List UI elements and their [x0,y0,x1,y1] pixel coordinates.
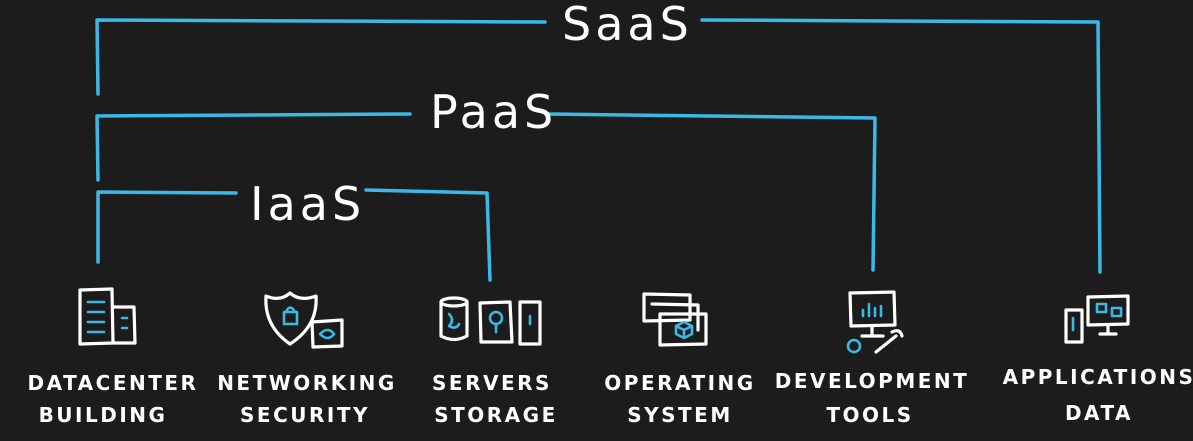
monitor-wrench-icon [846,290,904,354]
datacenter-label-line2: BUILDING [39,403,168,427]
saas-bracket-left [95,18,547,96]
datacenter-label-line1: DATACENTER [28,371,199,395]
os-label-line2: SYSTEM [627,403,733,427]
item-os: OPERATING SYSTEM [604,371,755,427]
paas-bracket-left [95,112,412,182]
iaas-bracket-right [364,188,492,282]
iaas-bracket: IaaS [96,177,492,282]
item-apps: APPLICATIONS DATA [1003,365,1193,425]
paas-label: PaaS [430,85,557,139]
devices-apps-icon [1064,294,1130,344]
apps-label-line1: APPLICATIONS [1003,365,1193,389]
networking-label-line2: SECURITY [240,403,370,427]
saas-bracket: SaaS [95,0,1102,274]
os-label-line1: OPERATING [604,371,755,395]
servers-label-line1: SERVERS [432,371,552,395]
item-servers: SERVERS STORAGE [432,371,558,427]
saas-label: SaaS [562,0,693,51]
apps-label-line2: DATA [1065,401,1133,425]
networking-label-line1: NETWORKING [217,371,397,395]
datacenter-building-icon [78,287,137,346]
paas-bracket-right [546,112,877,272]
item-datacenter: DATACENTER BUILDING [28,371,199,427]
windows-stack-icon [642,292,708,347]
server-storage-icon [439,296,542,346]
devtools-label-line2: TOOLS [826,403,913,427]
saas-bracket-right [700,18,1102,274]
item-networking: NETWORKING SECURITY [217,371,397,427]
servers-label-line2: STORAGE [434,403,558,427]
item-devtools: DEVELOPMENT TOOLS [775,369,970,427]
iaas-label: IaaS [250,177,365,231]
iaas-bracket-left [96,190,238,264]
devtools-label-line1: DEVELOPMENT [775,369,970,393]
paas-bracket: PaaS [95,85,877,272]
shield-lock-icon [264,291,344,349]
